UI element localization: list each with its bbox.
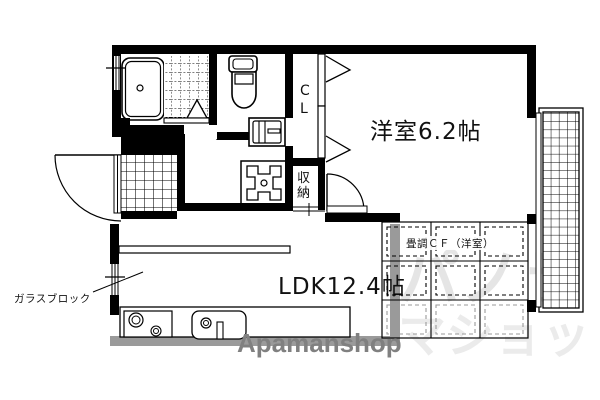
tatami-cf-area: 畳調ＣＦ（洋室）: [381, 221, 529, 339]
wall-toilet-right: [285, 54, 293, 118]
entrance-floor-tiles: [121, 155, 177, 211]
kitchen-sink: [191, 310, 247, 340]
wall-bath-right: [209, 54, 217, 125]
wall-ldk-left-upper: [110, 224, 119, 264]
wall-right-balcony-top: [527, 110, 536, 118]
bathroom-window: [106, 56, 126, 90]
bedroom: 洋室6.2帖: [325, 55, 482, 222]
wall-top: [112, 45, 536, 54]
ldk-counter: [118, 245, 291, 254]
entrance-door: [54, 154, 122, 222]
glass-block-label: ガラスブロック: [14, 292, 91, 305]
washing-machine-pan: [240, 160, 288, 206]
wall-entrance-bottom: [121, 211, 177, 219]
kitchen-stove: [123, 310, 173, 338]
wall-entrance-top: [121, 134, 177, 155]
tatami-cf-label: 畳調ＣＦ（洋室）: [406, 237, 494, 250]
wall-storage-left: [285, 166, 293, 210]
bathroom-threshold: [163, 117, 210, 124]
bedroom-label: 洋室6.2帖: [370, 119, 482, 145]
wall-right-lower: [527, 300, 536, 312]
wall-right-mid: [527, 214, 536, 224]
wall-ldk-left-lower: [110, 295, 119, 315]
closet-label-line2: L: [300, 101, 308, 117]
balcony-rail: [535, 112, 542, 308]
ldk-label: LDK12.4帖: [278, 274, 406, 300]
storage-label-line2: 納: [297, 186, 310, 201]
wall-storage-right: [318, 166, 325, 210]
glass-block-leader: [92, 271, 144, 293]
storage-door-symbol[interactable]: [293, 203, 325, 216]
glass-block-annotation: ガラスブロック: [14, 271, 144, 305]
wash-basin: [248, 117, 286, 147]
closet-label-line1: C: [300, 83, 310, 99]
wall-bedroom-bottom: [325, 213, 400, 222]
wall-bath-lowerleft: [121, 118, 130, 127]
ldk: LDK12.4帖: [105, 245, 406, 340]
closet-sliding-doors[interactable]: [317, 53, 326, 159]
toilet-tank-lid: [232, 58, 254, 70]
balcony-grid-area: [542, 111, 580, 309]
wall-right-upper: [527, 45, 536, 115]
tatami-label-bg: [404, 236, 504, 250]
closet-door-arrows: [325, 55, 352, 163]
entrance: [54, 134, 177, 222]
tatami-outline: [381, 221, 529, 339]
balcony: [535, 107, 584, 313]
storage-label-line1: 収: [297, 171, 310, 186]
bathtub-drain: [136, 84, 144, 92]
watermark-apamanshop: Apamanshop: [237, 328, 402, 358]
toilet-seat-top: [234, 73, 254, 85]
wall-washroom-left: [177, 134, 185, 211]
wall-storage-top: [293, 158, 325, 166]
wall-bath-bottom-left: [112, 125, 184, 134]
watermark-panorama-line2: マショッ: [398, 308, 590, 364]
closet-column: C L 収 納: [285, 53, 326, 216]
wall-bottom-gray: [110, 336, 400, 346]
bathroom: [106, 54, 217, 127]
tatami-panels-lower: [386, 304, 524, 335]
wall-washroom-bottom: [185, 203, 293, 211]
wall-entrance-corner: [112, 125, 121, 137]
wall-right-inner-gray: [390, 224, 400, 346]
glass-block-window: [105, 264, 125, 295]
